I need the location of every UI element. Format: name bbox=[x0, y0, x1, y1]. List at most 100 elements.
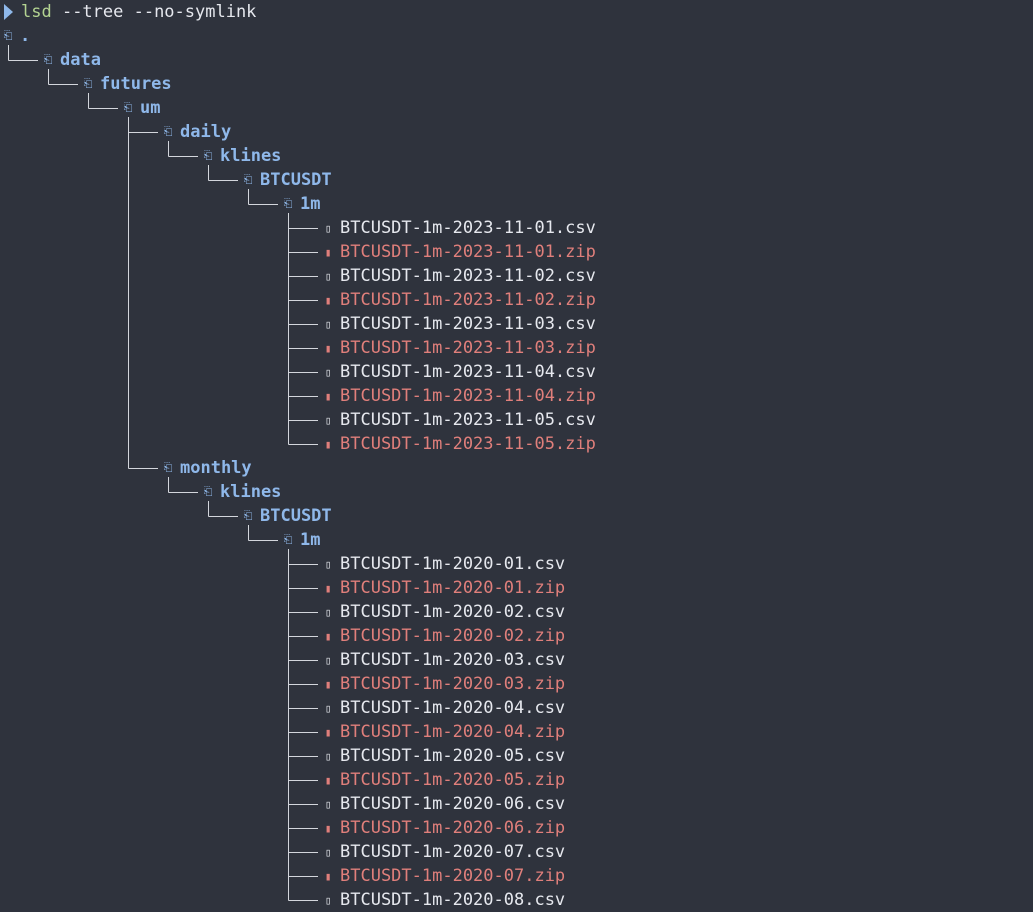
tree-item-label: BTCUSDT bbox=[260, 170, 332, 190]
tree-item-label: BTCUSDT-1m-2020-06.zip bbox=[340, 818, 566, 838]
tree-file-item: ▮ BTCUSDT-1m-2020-01.zip bbox=[320, 576, 565, 600]
tree-item-label: klines bbox=[220, 146, 282, 166]
folder-open-icon: ⎗ bbox=[3, 29, 13, 42]
tree-item-label: BTCUSDT-1m-2023-11-01.zip bbox=[340, 242, 596, 262]
tree-item-label: daily bbox=[180, 122, 232, 142]
tree-item-label: BTCUSDT-1m-2023-11-02.zip bbox=[340, 290, 596, 310]
tree-item-label: klines bbox=[220, 482, 282, 502]
file-icon: ▯ bbox=[324, 605, 332, 619]
tree-file-item: ▮BTCUSDT-1m-2020-06.zip bbox=[320, 816, 565, 840]
file-icon: ▯ bbox=[324, 749, 332, 763]
tree-item-label: BTCUSDT-1m-2020-01.zip bbox=[340, 578, 566, 598]
command-prompt: lsd --tree --no-symlink bbox=[0, 0, 256, 24]
archive-icon: ▮ bbox=[324, 389, 332, 403]
tree-item-label: um bbox=[140, 98, 161, 118]
tree-file-item: ▮ BTCUSDT-1m-2023-11-02.zip bbox=[320, 288, 596, 312]
tree-item-label: BTCUSDT-1m-2023-11-02.csv bbox=[340, 266, 596, 286]
tree-item-label: . bbox=[20, 26, 31, 46]
archive-icon: ▮ bbox=[324, 725, 332, 739]
folder-open-icon: ⎗ bbox=[163, 125, 173, 138]
folder-open-icon: ⎗ bbox=[203, 485, 213, 498]
file-icon: ▯ bbox=[324, 653, 332, 667]
tree-file-item: ▮BTCUSDT-1m-2023-11-03.zip bbox=[320, 336, 596, 360]
tree-item-label: BTCUSDT-1m-2020-02.zip bbox=[340, 626, 566, 646]
tree-file-item: ▮ BTCUSDT-1m-2020-03.zip bbox=[320, 672, 565, 696]
tree-folder-item: ⎗ klines bbox=[200, 144, 282, 168]
archive-icon: ▮ bbox=[324, 677, 332, 691]
archive-icon: ▮ bbox=[324, 437, 332, 451]
tree-file-item: ▯ BTCUSDT-1m-2020-02.csv bbox=[320, 600, 565, 624]
tree-item-label: BTCUSDT-1m-2023-11-05.csv bbox=[340, 410, 596, 430]
file-icon: ▯ bbox=[324, 557, 332, 571]
folder-open-icon: ⎗ bbox=[243, 173, 253, 186]
tree-item-label: BTCUSDT-1m-2020-01.csv bbox=[340, 554, 566, 574]
tree-file-item: ▮ BTCUSDT-1m-2020-04.zip bbox=[320, 720, 565, 744]
tree-item-label: 1m bbox=[300, 530, 321, 550]
tree-file-item: ▮BTCUSDT-1m-2020-07.zip bbox=[320, 864, 565, 888]
folder-open-icon: ⎗ bbox=[163, 461, 173, 474]
tree-item-label: monthly bbox=[180, 458, 252, 478]
archive-icon: ▮ bbox=[324, 293, 332, 307]
tree-folder-item: ⎗ klines bbox=[200, 480, 282, 504]
folder-open-icon: ⎗ bbox=[83, 77, 93, 90]
archive-icon: ▮ bbox=[324, 581, 332, 595]
file-icon: ▯ bbox=[324, 797, 332, 811]
archive-icon: ▮ bbox=[324, 245, 332, 259]
tree-folder-item: ⎗. bbox=[0, 24, 31, 48]
tree-file-item: ▯ BTCUSDT-1m-2023-11-02.csv bbox=[320, 264, 596, 288]
tree-file-item: ▯ BTCUSDT-1m-2023-11-05.csv bbox=[320, 408, 596, 432]
tree-item-label: BTCUSDT-1m-2020-03.csv bbox=[340, 650, 566, 670]
tree-item-label: BTCUSDT-1m-2020-07.zip bbox=[340, 866, 566, 886]
tree-folder-item: ⎗ um bbox=[120, 96, 161, 120]
folder-open-icon: ⎗ bbox=[243, 509, 253, 522]
file-icon: ▯ bbox=[324, 413, 332, 427]
tree-item-label: BTCUSDT-1m-2023-11-05.zip bbox=[340, 434, 596, 454]
tree-item-label: BTCUSDT-1m-2023-11-03.zip bbox=[340, 338, 596, 358]
tree-file-item: ▯ BTCUSDT-1m-2020-06.csv bbox=[320, 792, 565, 816]
tree-item-label: BTCUSDT-1m-2023-11-04.zip bbox=[340, 386, 596, 406]
tree-file-item: ▮ BTCUSDT-1m-2020-02.zip bbox=[320, 624, 565, 648]
file-icon: ▯ bbox=[324, 269, 332, 283]
file-icon: ▯ bbox=[324, 221, 332, 235]
folder-open-icon: ⎗ bbox=[123, 101, 133, 114]
tree-folder-item: ⎗ BTCUSDT bbox=[240, 504, 332, 528]
tree-file-item: ▮ BTCUSDT-1m-2023-11-01.zip bbox=[320, 240, 596, 264]
command-arguments: --tree --no-symlink bbox=[51, 2, 257, 22]
file-icon: ▯ bbox=[324, 701, 332, 715]
archive-icon: ▮ bbox=[324, 773, 332, 787]
prompt-arrow-icon bbox=[4, 4, 13, 20]
tree-file-item: ▯ BTCUSDT-1m-2023-11-01.csv bbox=[320, 216, 596, 240]
tree-file-item: ▮ BTCUSDT-1m-2020-05.zip bbox=[320, 768, 565, 792]
command-name: lsd bbox=[21, 2, 52, 22]
tree-item-label: BTCUSDT-1m-2020-04.zip bbox=[340, 722, 566, 742]
tree-item-label: 1m bbox=[300, 194, 321, 214]
tree-item-label: BTCUSDT-1m-2020-02.csv bbox=[340, 602, 566, 622]
file-icon: ▯ bbox=[324, 845, 332, 859]
tree-file-item: ▮ BTCUSDT-1m-2023-11-04.zip bbox=[320, 384, 596, 408]
tree-folder-item: ⎗ monthly bbox=[160, 456, 252, 480]
tree-item-label: BTCUSDT-1m-2020-05.zip bbox=[340, 770, 566, 790]
tree-folder-item: ⎗ BTCUSDT bbox=[240, 168, 332, 192]
tree-file-item: ▯BTCUSDT-1m-2020-07.csv bbox=[320, 840, 565, 864]
tree-item-label: BTCUSDT-1m-2023-11-04.csv bbox=[340, 362, 596, 382]
tree-item-label: BTCUSDT-1m-2020-03.zip bbox=[340, 674, 566, 694]
folder-open-icon: ⎗ bbox=[283, 197, 293, 210]
tree-folder-item: ⎗ 1m bbox=[280, 192, 321, 216]
tree-item-label: BTCUSDT bbox=[260, 506, 332, 526]
tree-folder-item: ⎗1m bbox=[280, 528, 321, 552]
file-icon: ▯ bbox=[324, 893, 332, 907]
tree-item-label: BTCUSDT-1m-2023-11-01.csv bbox=[340, 218, 596, 238]
tree-file-item: ▯ BTCUSDT-1m-2020-04.csv bbox=[320, 696, 565, 720]
tree-file-item: ▯BTCUSDT-1m-2020-08.csv bbox=[320, 888, 565, 912]
archive-icon: ▮ bbox=[324, 629, 332, 643]
tree-item-label: BTCUSDT-1m-2020-04.csv bbox=[340, 698, 566, 718]
folder-open-icon: ⎗ bbox=[203, 149, 213, 162]
tree-folder-item: ⎗ daily bbox=[160, 120, 232, 144]
tree-folder-item: ⎗data bbox=[40, 48, 101, 72]
tree-item-label: BTCUSDT-1m-2020-05.csv bbox=[340, 746, 566, 766]
tree-item-label: data bbox=[60, 50, 101, 70]
tree-item-label: futures bbox=[100, 74, 172, 94]
tree-item-label: BTCUSDT-1m-2020-06.csv bbox=[340, 794, 566, 814]
tree-file-item: ▮ BTCUSDT-1m-2023-11-05.zip bbox=[320, 432, 596, 456]
